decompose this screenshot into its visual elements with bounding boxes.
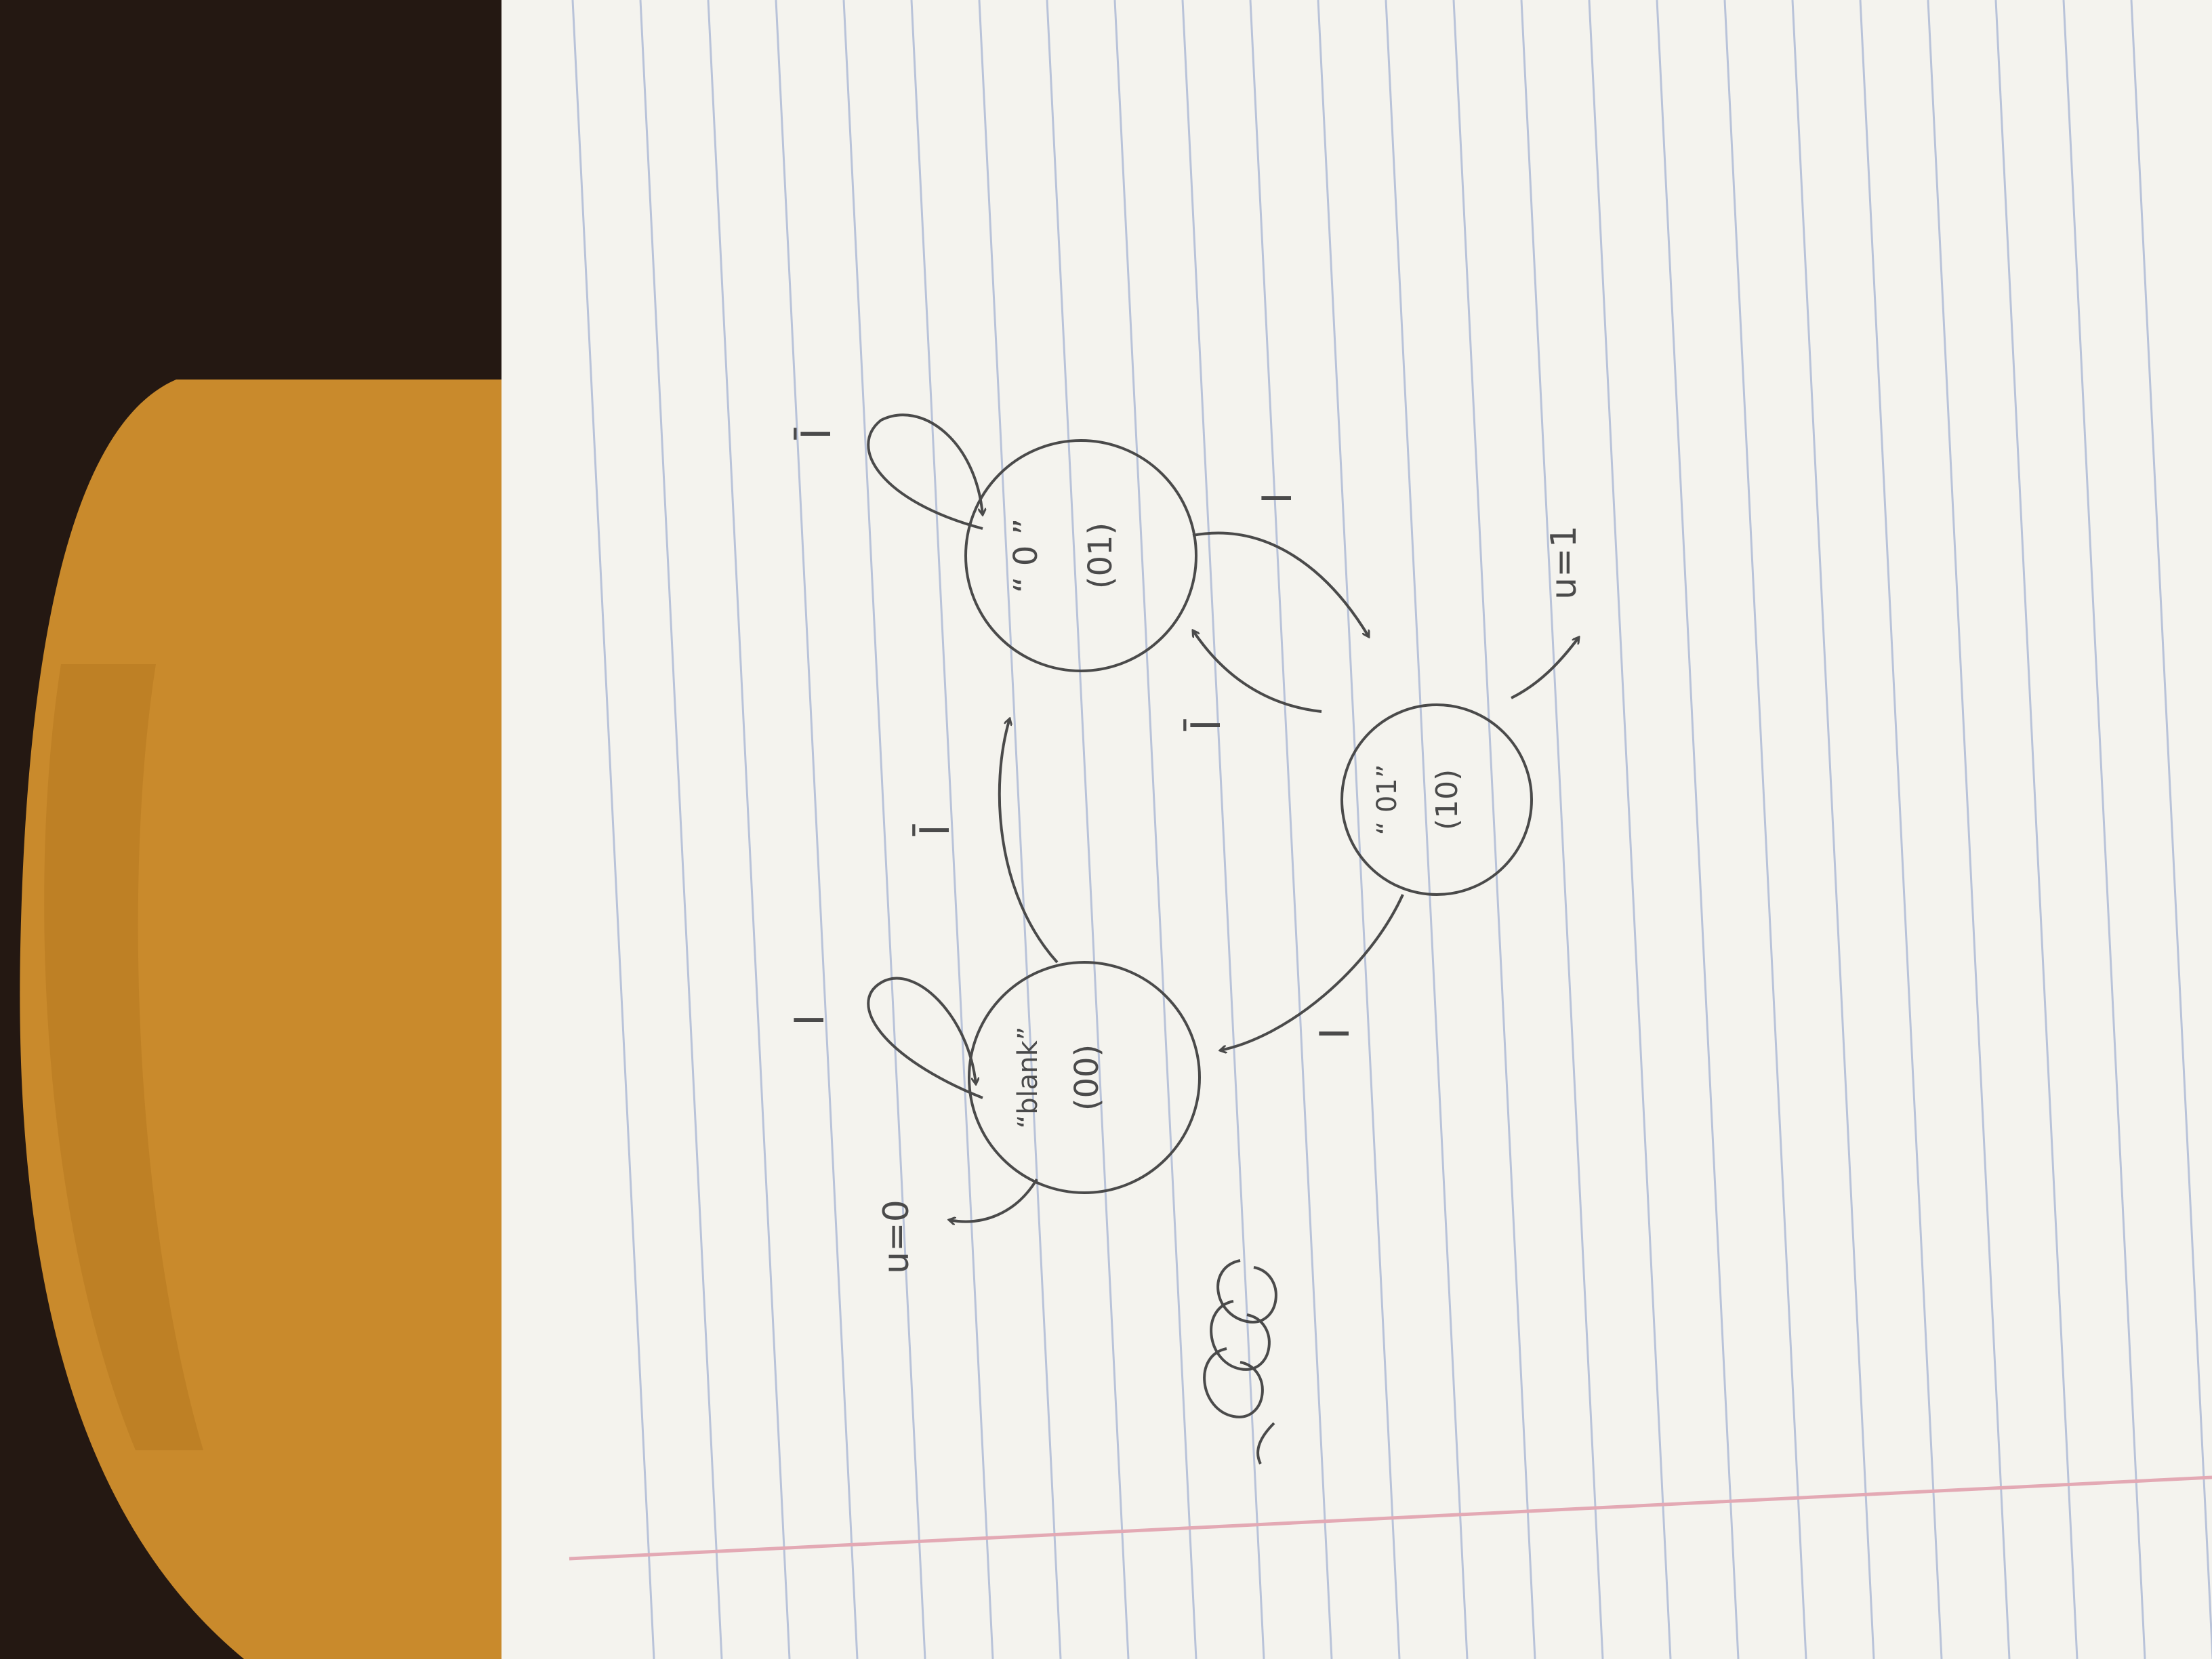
ruled-line — [1520, 0, 1604, 1659]
ruled-line — [1994, 0, 2078, 1659]
edge-s01-to-s10 — [1192, 531, 1370, 637]
ruled-lines — [571, 0, 2212, 1659]
state-s01: “ 0 ” (01) — [964, 439, 1197, 672]
ruled-line — [1046, 0, 1130, 1659]
state-circle-s01 — [964, 439, 1197, 672]
ruled-line — [1723, 0, 1807, 1659]
state-circle-s00 — [968, 961, 1201, 1194]
output-arrow-s00 — [949, 1178, 1038, 1222]
ruled-line — [1656, 0, 1740, 1659]
ruled-line — [978, 0, 1062, 1659]
state-label-s01: “ 0 ” — [1007, 518, 1045, 594]
state-s00: “blank” (00) — [968, 961, 1201, 1194]
edge-s01-self-loop — [867, 413, 983, 530]
output-label-s00: u=0 — [876, 1200, 917, 1274]
ruled-line — [2062, 0, 2146, 1659]
edge-label-s00-self: I — [786, 1014, 834, 1026]
ruled-line — [1859, 0, 1943, 1659]
state-code-s01: (01) — [1082, 523, 1120, 590]
ruled-line — [1588, 0, 1672, 1659]
edge-s10-to-s00 — [1220, 894, 1404, 1050]
ruled-line — [775, 0, 859, 1659]
chair-shadow — [44, 664, 203, 1450]
ruled-line — [1385, 0, 1469, 1659]
ruled-line — [842, 0, 926, 1659]
ruled-line — [1181, 0, 1265, 1659]
output-label-s10: u=1 — [1544, 525, 1584, 600]
notebook-paper — [501, 0, 2212, 1659]
ruled-line — [707, 0, 791, 1659]
ruled-line — [1791, 0, 1875, 1659]
output-arrow-s10 — [1511, 637, 1579, 699]
edge-label-s01-self: Ī — [793, 428, 840, 440]
ruled-line — [1113, 0, 1197, 1659]
ruled-line — [1317, 0, 1401, 1659]
edge-s00-self-loop — [867, 977, 983, 1099]
edge-label-s00-to-s01: Ī — [912, 824, 959, 836]
margin-line — [569, 1475, 2212, 1561]
ruled-line — [1452, 0, 1536, 1659]
state-code-s00: (00) — [1068, 1044, 1106, 1111]
state-code-s10: (10) — [1430, 769, 1465, 830]
ruled-line — [1249, 0, 1333, 1659]
state-circle-s10 — [1340, 703, 1533, 896]
state-s10: “ 01” (10) — [1340, 703, 1533, 896]
edge-s10-to-s01 — [1191, 630, 1322, 713]
ruled-line — [2130, 0, 2212, 1659]
ruled-line — [910, 0, 994, 1659]
scribble-mark — [1203, 1259, 1277, 1465]
state-label-s00: “blank” — [1012, 1027, 1044, 1129]
edge-s00-to-s01 — [998, 718, 1059, 964]
state-label-s10: “ 01” — [1372, 764, 1403, 835]
ruled-line — [571, 0, 655, 1659]
edge-label-s01-to-s10: I — [1254, 492, 1301, 504]
ruled-line — [639, 0, 723, 1659]
edge-label-s10-to-s01: Ī — [1183, 719, 1230, 731]
ruled-line — [1927, 0, 2011, 1659]
edge-label-s10-to-s00: I — [1311, 1027, 1359, 1040]
